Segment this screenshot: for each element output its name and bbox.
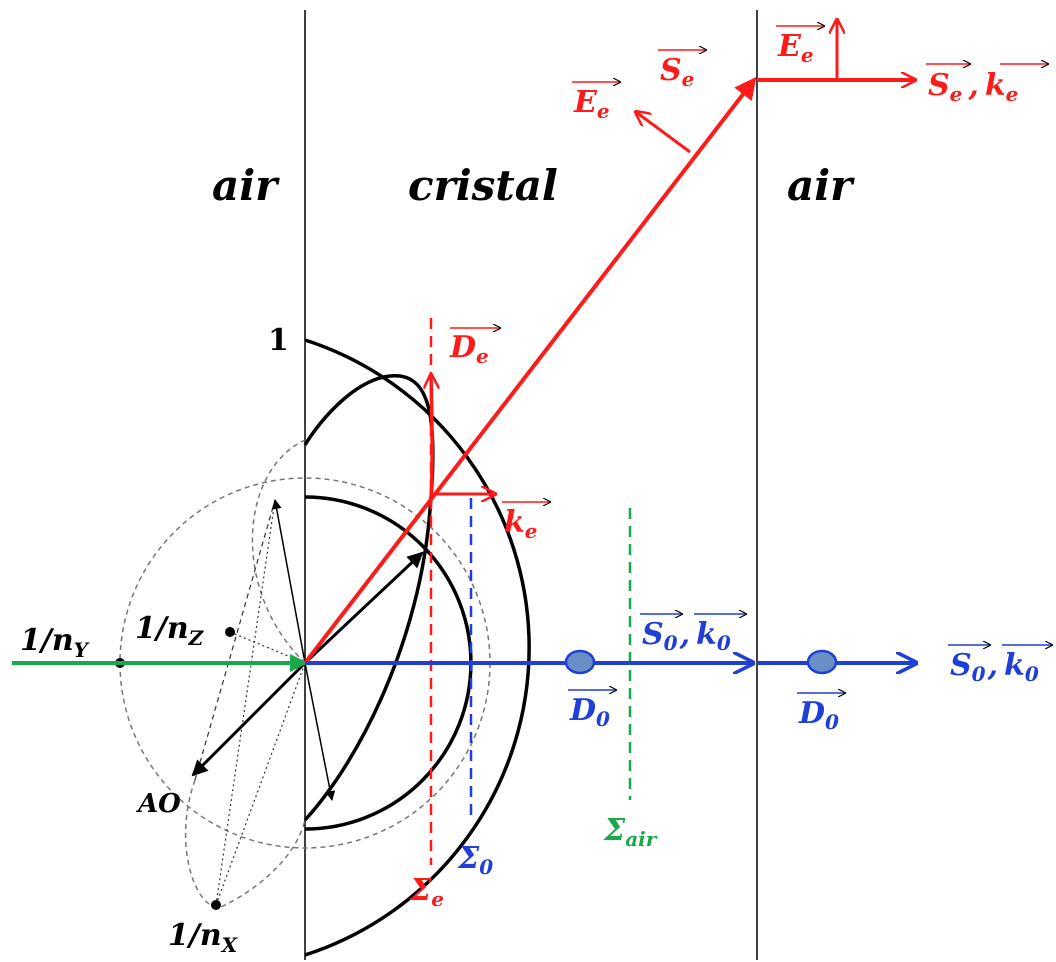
- black-vector-up: [303, 551, 424, 665]
- d0-dot-crystal: [564, 649, 596, 675]
- dashed-axis-ao: [194, 499, 276, 781]
- label-nx-text: 1/n: [168, 918, 222, 953]
- label-nz-text: 1/n: [135, 611, 189, 646]
- svg-text:Se,ke: Se,ke: [928, 68, 1018, 106]
- label-nx-sub: X: [220, 933, 239, 957]
- label-de: De: [449, 328, 500, 368]
- svg-text:De: De: [449, 330, 489, 368]
- label-sigma-e: Σe: [409, 873, 444, 911]
- label-d0-air: D0: [797, 693, 845, 734]
- label-ee-crystal-sub: e: [597, 99, 610, 123]
- label-s0-k0-air: S0,k0: [948, 645, 1052, 686]
- d0-dot-air: [806, 649, 838, 675]
- label-d0-crystal: D0: [568, 690, 616, 731]
- thin-arrow-down: [304, 662, 336, 801]
- svg-text:S0,k0: S0,k0: [642, 617, 731, 655]
- label-sigma-e-text: Σ: [409, 873, 432, 908]
- label-ke-crystal: ke: [502, 502, 550, 543]
- label-s0-air-text: S: [950, 648, 972, 683]
- point-nx: [211, 900, 221, 910]
- region-label-left: air: [212, 161, 280, 210]
- label-nx: 1/nX: [168, 918, 239, 957]
- svg-text:Ee: Ee: [777, 29, 814, 67]
- dashed-ellipse-lower: [184, 779, 306, 908]
- label-k0-air-text: k: [1004, 648, 1025, 683]
- label-sigma-air: Σair: [603, 813, 658, 851]
- label-s0-air-sub: 0: [972, 662, 986, 686]
- label-one: 1: [268, 323, 289, 358]
- label-se-air-sub: e: [950, 82, 963, 106]
- label-ee-air-text: E: [777, 29, 802, 64]
- label-s0-k0-crystal: S0,k0: [640, 614, 746, 655]
- region-label-right: air: [787, 161, 855, 210]
- label-ke-air-text: k: [985, 68, 1006, 103]
- label-de-sub: e: [476, 344, 489, 368]
- label-nz-sub: Z: [188, 626, 205, 650]
- region-label-middle: cristal: [408, 161, 558, 210]
- label-k0-crystal-sub: 0: [717, 631, 731, 655]
- label-ny-sub: Y: [74, 638, 90, 662]
- label-ke-air-sub: e: [1006, 82, 1019, 106]
- label-sigma-air-sub: air: [625, 827, 658, 851]
- svg-text:S0,k0: S0,k0: [950, 648, 1039, 686]
- label-k0-crystal-text: k: [696, 617, 717, 652]
- ee-arrow-crystal: [636, 112, 691, 154]
- label-s0-crystal-text: S: [642, 617, 664, 652]
- svg-text:ke: ke: [504, 505, 538, 543]
- svg-text:D0: D0: [798, 696, 839, 734]
- label-ny-text: 1/n: [20, 623, 74, 658]
- dotted-nx: [215, 662, 306, 906]
- label-de-text: D: [449, 330, 476, 365]
- label-sigma-0-text: Σ: [457, 841, 480, 876]
- dashed-ellipse-upper: [251, 439, 306, 664]
- red-ray-crystal: [303, 76, 757, 665]
- label-ke-crystal-sub: e: [525, 519, 538, 543]
- label-ee-crystal-text: E: [573, 85, 598, 120]
- label-se-top: Se: [658, 50, 706, 91]
- svg-text:D0: D0: [569, 693, 610, 731]
- svg-text:Ee: Ee: [573, 85, 610, 123]
- thin-arrow-up: [271, 499, 306, 664]
- point-nz: [225, 627, 235, 637]
- label-ee-crystal: Ee: [572, 82, 620, 123]
- label-k0-air-sub: 0: [1025, 662, 1039, 686]
- extraordinary-lobe: [303, 374, 435, 822]
- label-d0-air-sub: 0: [825, 710, 839, 734]
- label-d0-air-text: D: [798, 696, 825, 731]
- red-ray-seg: [431, 375, 432, 501]
- label-se-top-sub: e: [682, 67, 695, 91]
- dotted-nz: [229, 631, 306, 664]
- label-ee-air-sub: e: [801, 43, 814, 67]
- label-ao: AO: [135, 789, 181, 819]
- label-s0-crystal-sub: 0: [664, 631, 678, 655]
- label-se-air-text: S: [928, 68, 950, 103]
- label-ee-air: Ee: [776, 26, 824, 67]
- svg-text:Se: Se: [660, 53, 694, 91]
- black-vector-ao: [191, 661, 307, 777]
- label-comma-blue-1: ,: [679, 617, 690, 652]
- label-sigma-e-sub: e: [431, 887, 444, 911]
- label-comma-red: ,: [967, 68, 978, 103]
- label-nz: 1/nZ: [135, 611, 205, 650]
- label-se-top-text: S: [660, 53, 682, 88]
- label-comma-blue-2: ,: [987, 648, 998, 683]
- label-d0-crystal-text: D: [569, 693, 596, 728]
- label-se-ke-air: Se,ke: [926, 64, 1048, 106]
- outer-semicircle: [304, 338, 531, 957]
- label-ny: 1/nY: [20, 623, 90, 662]
- dotted-nx-up: [215, 499, 276, 906]
- label-sigma-0: Σ0: [457, 841, 493, 879]
- label-sigma-air-text: Σ: [603, 813, 626, 848]
- label-d0-crystal-sub: 0: [596, 707, 610, 731]
- label-ke-crystal-text: k: [504, 505, 525, 540]
- label-sigma-0-sub: 0: [479, 855, 493, 879]
